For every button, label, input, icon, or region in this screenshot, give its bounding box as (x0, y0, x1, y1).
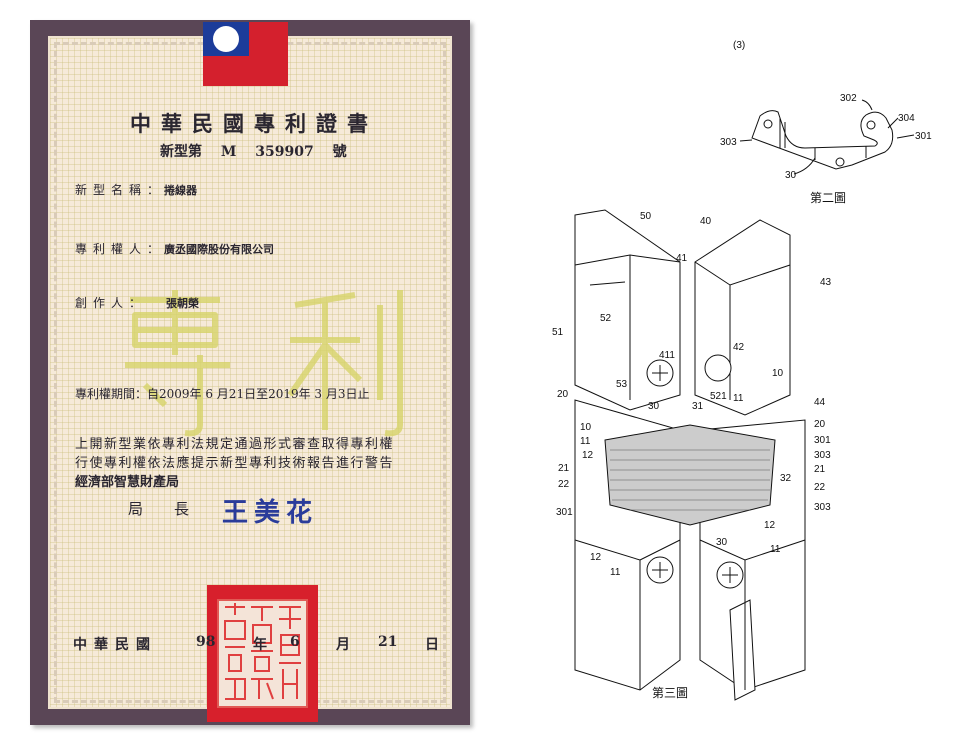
figure-label: 32 (780, 473, 792, 484)
figure-label: 44 (814, 397, 826, 408)
figure-3-caption: 第三圖 (652, 686, 688, 700)
date-era: 中華民國 (73, 637, 157, 653)
figure-label: 10 (580, 422, 592, 433)
figure-label: 12 (764, 520, 776, 531)
figure-3-labels: 50 40 41 43 52 51 411 42 10 53 30 31 521… (552, 211, 832, 578)
figure-label: 31 (692, 401, 704, 412)
figure-label: 52 (600, 313, 612, 324)
figure-label: 301 (556, 507, 573, 518)
figure-3-drawing (574, 209, 806, 701)
figure-label: 301 (814, 435, 831, 446)
figure-label: 51 (552, 327, 564, 338)
figure-label: 30 (785, 170, 797, 181)
figure-label: 301 (915, 131, 932, 142)
patent-number: 新型第 M 359907 號 (160, 144, 347, 160)
name-value: 捲線器 (164, 184, 197, 197)
figure-label: 303 (814, 502, 831, 513)
figure-label: 11 (580, 436, 591, 447)
figure-label: 411 (659, 350, 675, 361)
hatching (610, 449, 770, 511)
figure-2-drawing (739, 99, 915, 175)
figure-label: 53 (616, 379, 628, 390)
figure-label: 42 (733, 342, 745, 353)
figure-label: 11 (770, 544, 781, 555)
figure-label: 12 (582, 450, 594, 461)
name-label: 新型名稱： (75, 183, 166, 197)
date-month: 6 (290, 634, 300, 650)
figure-label: 21 (814, 464, 826, 475)
date-day: 21 (378, 634, 398, 650)
director-label: 局 長 (128, 500, 198, 518)
figure-label: 43 (820, 277, 832, 288)
sun-icon (216, 29, 236, 49)
figure-label: 20 (557, 389, 569, 400)
figure-label: 22 (558, 479, 570, 490)
figure-label: 40 (700, 216, 712, 227)
figure-label: 304 (898, 113, 915, 124)
date-day-unit: 日 (425, 637, 439, 653)
figure-label: 11 (610, 567, 621, 578)
figure-label: 20 (814, 419, 826, 430)
assignee-value: 廣丞國際股份有限公司 (164, 243, 274, 256)
figure-label: 12 (590, 552, 602, 563)
figure-label: 11 (733, 393, 744, 404)
figure-label: 302 (840, 93, 857, 104)
figure-label: 521 (710, 391, 727, 402)
assignee-label: 專利權人： (75, 242, 166, 256)
certificate-title: 中華民國專利證書 (130, 111, 378, 136)
watermark (125, 290, 403, 437)
director-signature: 王美花 (222, 498, 319, 528)
figure-label: 30 (648, 401, 660, 412)
issuing-office: 經濟部智慧財產局 (75, 475, 180, 490)
date-year: 98 (196, 634, 216, 650)
figure-label: 50 (640, 211, 652, 222)
inventor-label: 創作人： (75, 296, 148, 310)
patent-term: 專利權期間：自2009年 6 月21日至2019年 3 月3日止 (75, 387, 370, 401)
page-marker: (3) (733, 40, 745, 51)
official-seal (207, 585, 318, 722)
inventor-value: 張朝榮 (166, 297, 199, 310)
roc-flag (203, 22, 288, 86)
date-month-unit: 月 (336, 637, 350, 653)
figure-label: 303 (720, 137, 737, 148)
seal-stamp-graphic (217, 599, 308, 708)
figure-label: 22 (814, 482, 826, 493)
date-year-unit: 年 (253, 637, 267, 653)
figure-label: 21 (558, 463, 570, 474)
figure-label: 30 (716, 537, 728, 548)
certificate-body-line: 行使專利權依法應提示新型專利技術報告進行警告 (75, 456, 395, 471)
figure-label: 10 (772, 368, 784, 379)
figure-2-caption: 第二圖 (810, 191, 846, 205)
certificate-body-line: 上開新型業依專利法規定通過形式審查取得專利權 (75, 437, 395, 452)
figure-label: 41 (676, 253, 688, 264)
figure-label: 303 (814, 450, 831, 461)
